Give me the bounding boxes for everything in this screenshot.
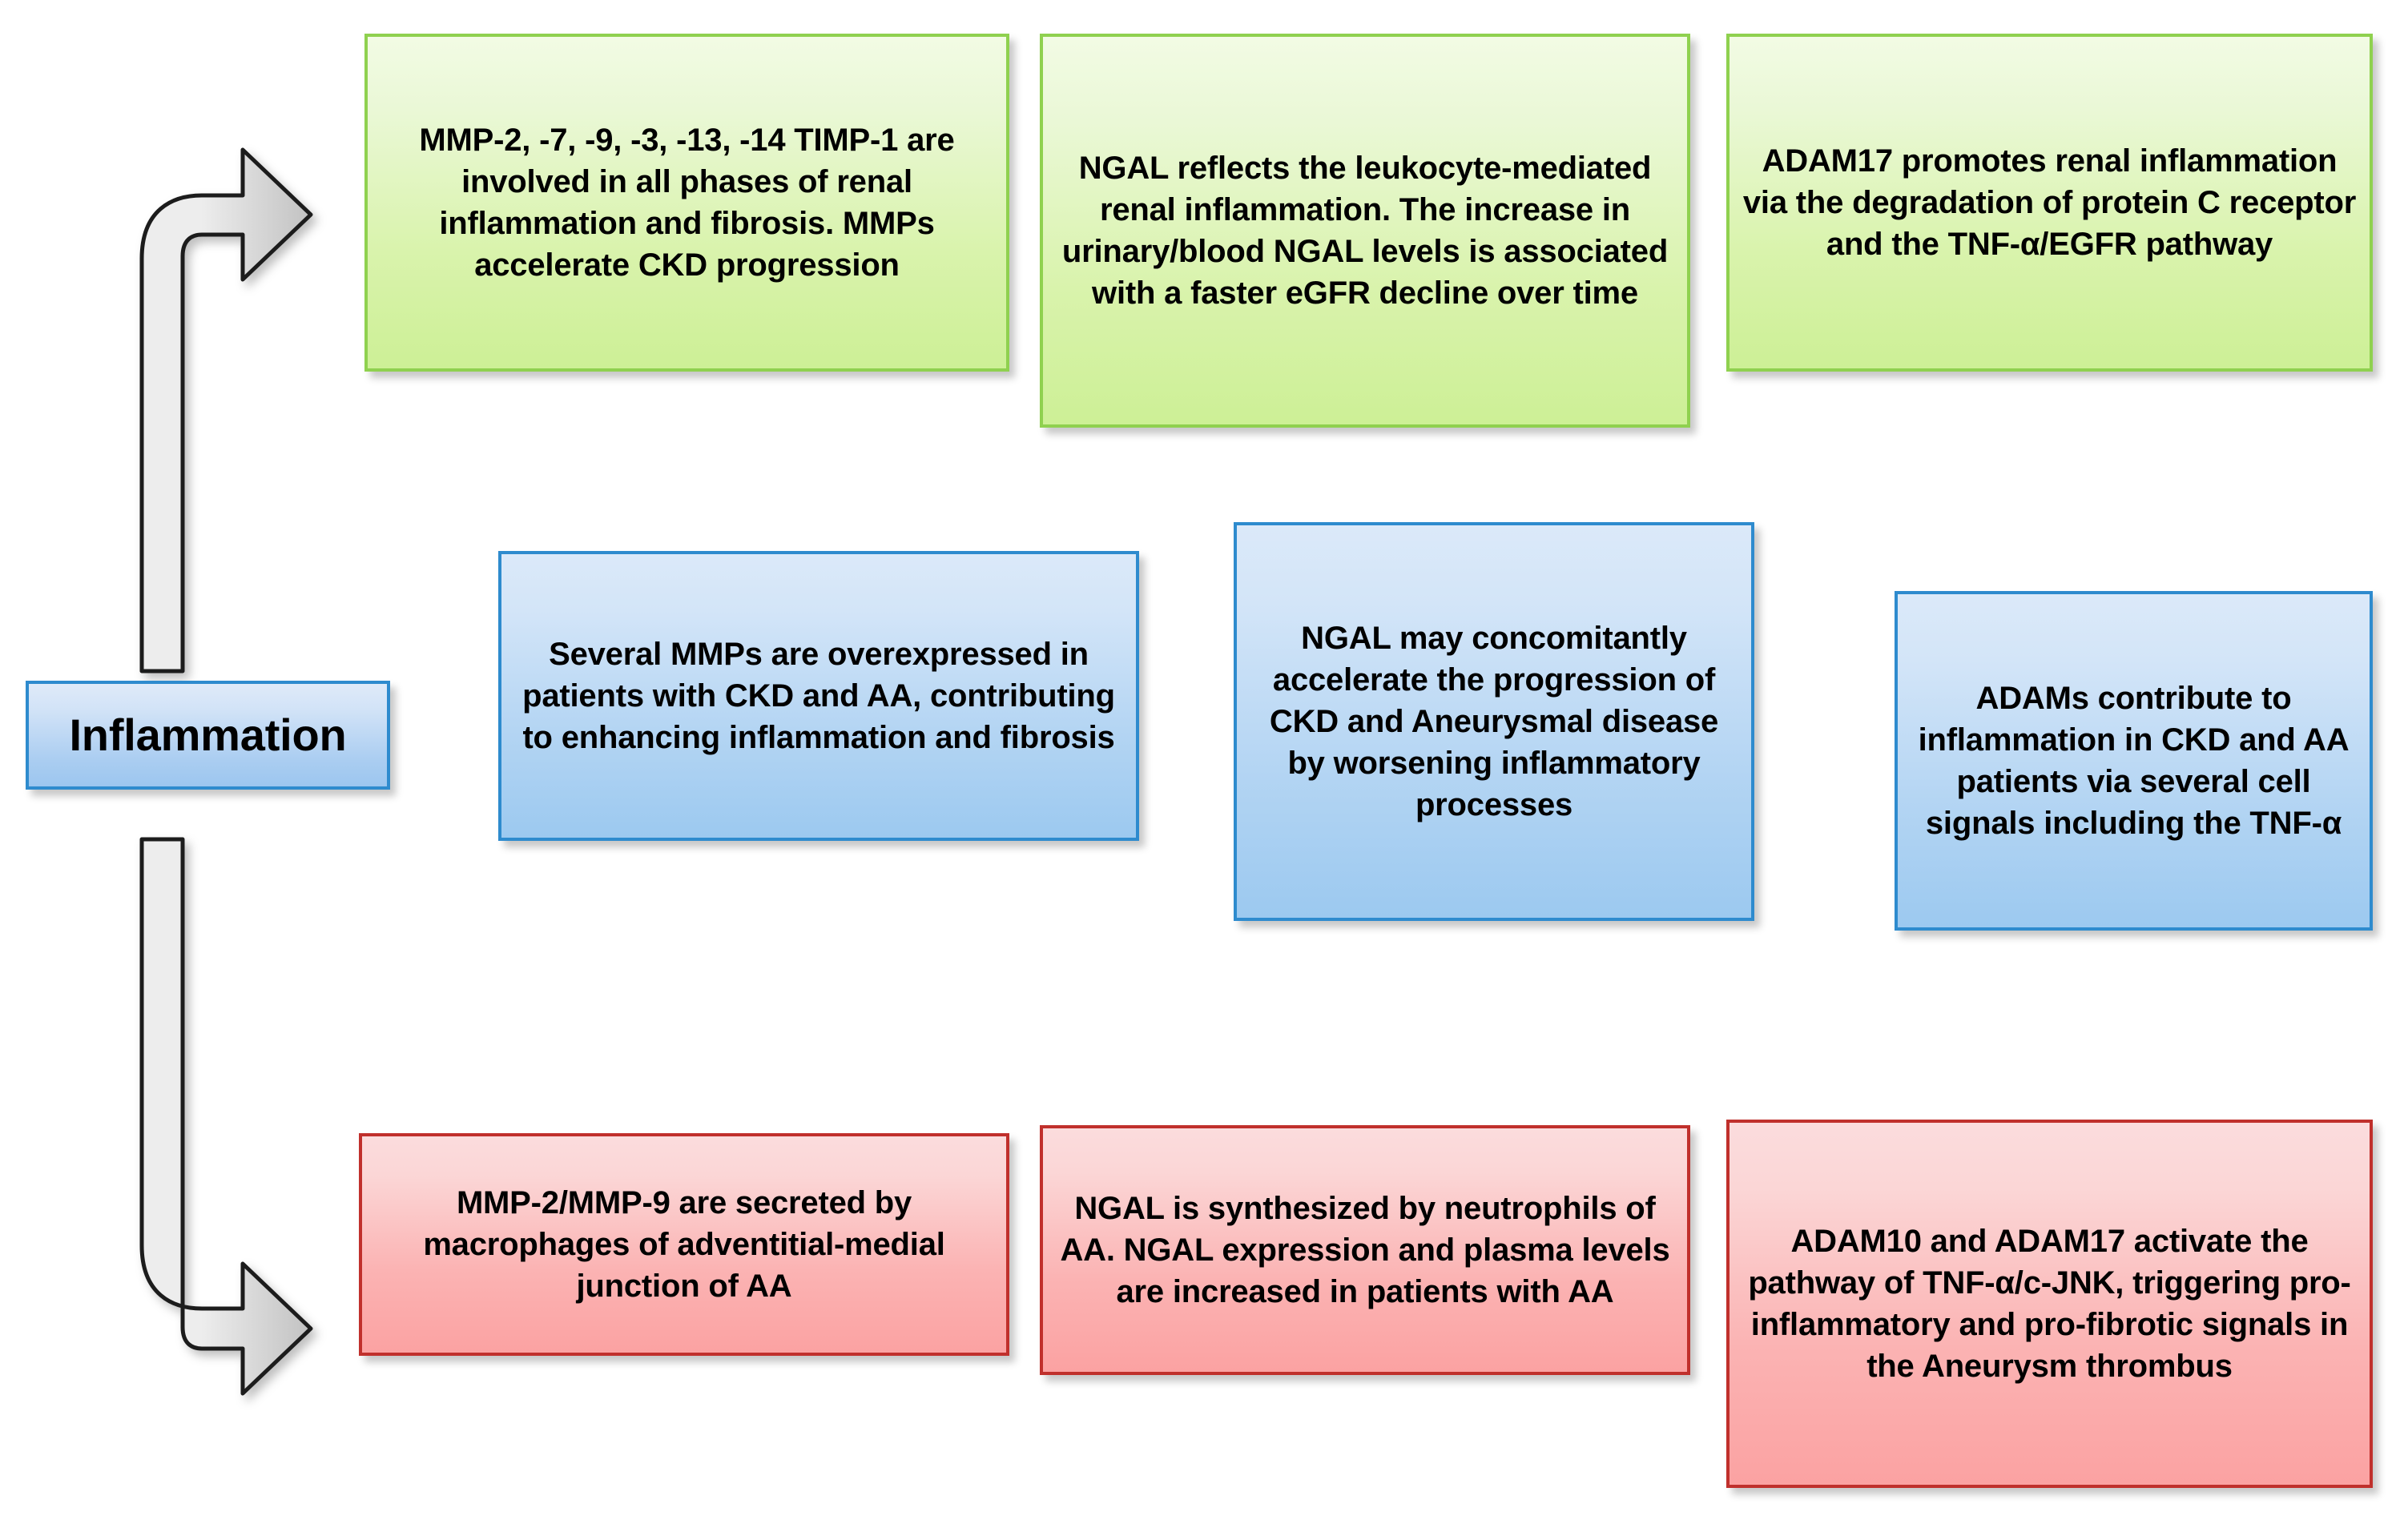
node-green-ngal[interactable]: NGAL reflects the leukocyte-mediated ren… <box>1040 34 1690 428</box>
node-blue-adams[interactable]: ADAMs contribute to inflammation in CKD … <box>1895 591 2373 931</box>
node-pink-mmp[interactable]: MMP-2/MMP-9 are secreted by macrophages … <box>359 1133 1009 1356</box>
node-pink-ngal[interactable]: NGAL is synthesized by neutrophils of AA… <box>1040 1125 1690 1375</box>
node-green-adam17[interactable]: ADAM17 promotes renal inflammation via t… <box>1726 34 2373 372</box>
node-pink-adam[interactable]: ADAM10 and ADAM17 activate the pathway o… <box>1726 1120 2373 1488</box>
node-blue-mmp[interactable]: Several MMPs are overexpressed in patien… <box>498 551 1139 841</box>
bent-arrow-down-right-icon <box>139 837 313 1396</box>
node-blue-ngal[interactable]: NGAL may concomitantly accelerate the pr… <box>1234 522 1754 921</box>
node-green-mmp[interactable]: MMP-2, -7, -9, -3, -13, -14 TIMP-1 are i… <box>364 34 1009 372</box>
root-node-inflammation[interactable]: Inflammation <box>26 681 390 790</box>
bent-arrow-up-right-icon <box>139 147 313 673</box>
